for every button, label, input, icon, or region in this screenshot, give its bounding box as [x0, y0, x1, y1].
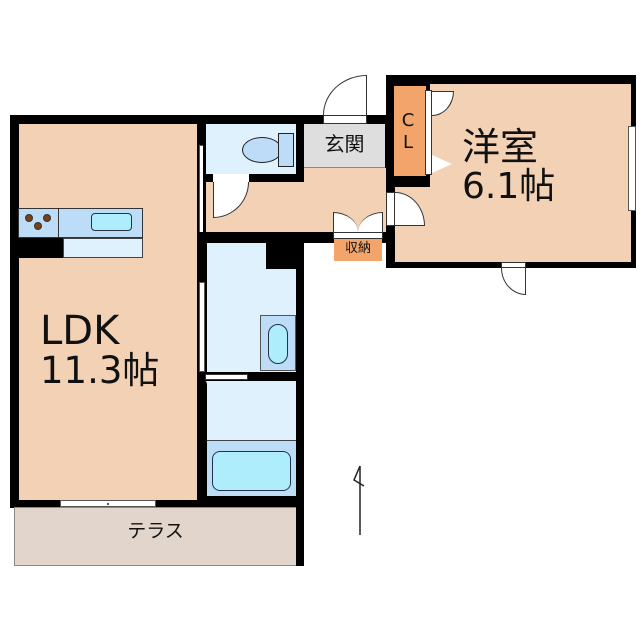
bottom-door[interactable]	[501, 268, 526, 295]
kitchen-wall	[18, 238, 64, 258]
bath-divider-wall	[199, 372, 304, 381]
toilet-bowl-icon	[242, 137, 282, 163]
washbasin-icon	[268, 324, 288, 364]
stove-burner-icon	[43, 214, 51, 222]
bath-bottom-wall	[199, 496, 304, 507]
closet-area	[394, 86, 426, 176]
closet-door-lower[interactable]	[432, 155, 452, 173]
terrace-label: テラス	[127, 520, 184, 542]
ldk-label: LDK 11.3帖	[40, 310, 159, 391]
western-window-right[interactable]	[628, 126, 636, 211]
closet-label: C L	[394, 110, 422, 153]
washroom-sliding-door[interactable]	[199, 282, 205, 372]
entrance-door-opening	[323, 115, 367, 124]
entrance-label: 玄関	[324, 132, 365, 156]
ldk-size: 11.3帖	[40, 349, 160, 392]
bath-door[interactable]	[205, 374, 248, 380]
closet-door-frame	[425, 90, 432, 175]
ldk-name: LDK	[40, 308, 120, 354]
ldk-window-divider	[107, 503, 109, 505]
washroom-notch	[266, 238, 304, 269]
sink-icon	[91, 213, 132, 231]
terrace-right-wall	[296, 505, 304, 566]
stove-burner-icon	[25, 214, 33, 222]
ldk-room	[19, 124, 197, 500]
entrance-door[interactable]	[323, 75, 367, 115]
toilet-door-opening	[213, 174, 249, 182]
western-door-opening	[386, 192, 395, 226]
closet-label-l: L	[402, 131, 414, 153]
terrace	[14, 507, 297, 566]
storage-area	[334, 239, 382, 261]
toilet-lower-wall	[206, 174, 304, 182]
entrance-step-line	[304, 167, 385, 168]
bathtub-icon	[212, 451, 291, 491]
western-room-size: 6.1帖	[462, 165, 556, 207]
entrance-area	[304, 124, 385, 168]
bottom-door-opening	[501, 262, 526, 268]
kitchen-back-counter	[63, 238, 143, 258]
stove-burner-icon	[34, 222, 42, 230]
storage-door-frame	[333, 232, 383, 239]
stove-divider	[58, 208, 59, 238]
toilet-tank-icon	[278, 133, 294, 167]
toilet-right-wall	[296, 124, 304, 182]
north-arrow-icon	[353, 465, 365, 535]
western-room-label: 洋室 6.1帖	[462, 125, 556, 207]
closet-label-c: C	[401, 110, 415, 131]
western-room-name: 洋室	[462, 125, 539, 169]
storage-label: 収納	[344, 241, 371, 256]
